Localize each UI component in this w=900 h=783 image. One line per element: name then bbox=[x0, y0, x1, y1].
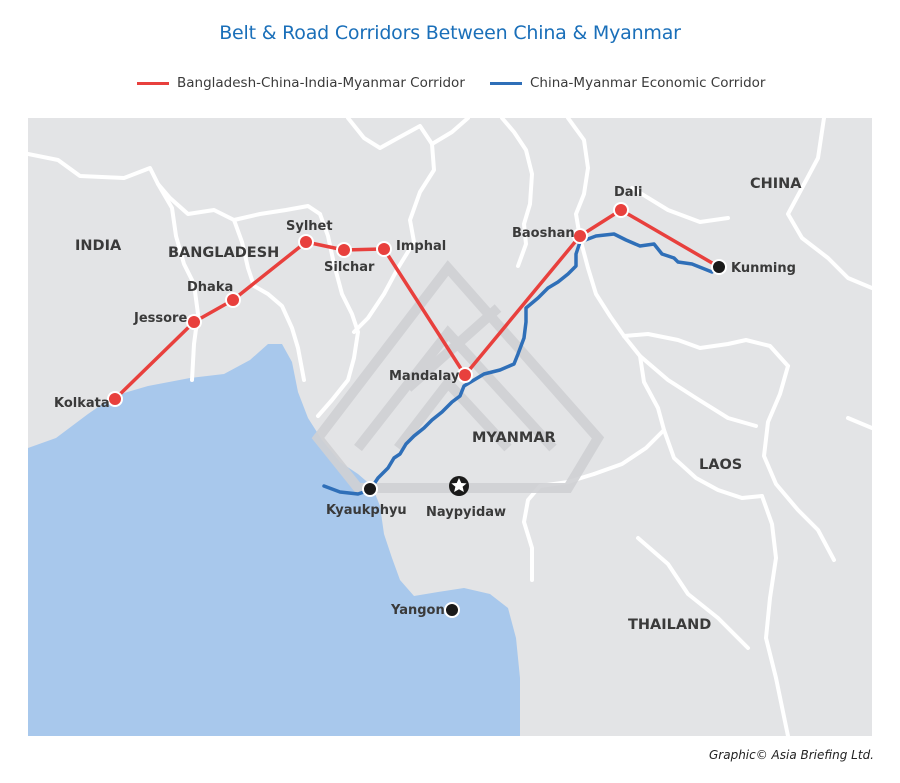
kyaukphyu-marker bbox=[362, 481, 378, 497]
other-city-dots bbox=[362, 259, 727, 618]
city-label-imphal: Imphal bbox=[396, 239, 446, 254]
silchar-marker bbox=[336, 242, 352, 258]
map-title: Belt & Road Corridors Between China & My… bbox=[219, 22, 681, 44]
legend-item-cmec: China-Myanmar Economic Corridor bbox=[490, 72, 766, 94]
baoshan-marker bbox=[572, 228, 588, 244]
city-label-mandalay: Mandalay bbox=[389, 369, 460, 384]
legend-label-cmec: China-Myanmar Economic Corridor bbox=[530, 75, 766, 91]
city-label-naypyidaw: Naypyidaw bbox=[426, 505, 506, 520]
country-label-bangladesh: BANGLADESH bbox=[168, 245, 279, 261]
credit-text: Graphic© Asia Briefing Ltd. bbox=[708, 748, 874, 762]
dali-marker bbox=[613, 202, 629, 218]
bcim-line-swatch bbox=[137, 81, 169, 85]
city-label-sylhet: Sylhet bbox=[286, 219, 333, 234]
bay-of-bengal bbox=[28, 344, 520, 736]
map: INDIA BANGLADESH MYANMAR CHINA LAOS THAI… bbox=[28, 118, 872, 736]
legend-item-bcim: Bangladesh-China-India-Myanmar Corridor bbox=[137, 72, 465, 94]
city-label-kyaukphyu: Kyaukphyu bbox=[326, 503, 407, 518]
cmec-line-swatch bbox=[490, 81, 522, 85]
sylhet-marker bbox=[298, 234, 314, 250]
city-label-baoshan: Baoshan bbox=[512, 226, 575, 241]
city-label-silchar: Silchar bbox=[324, 260, 375, 275]
bcim-city-dots bbox=[107, 202, 629, 407]
cmec-route bbox=[322, 232, 714, 496]
yangon-marker bbox=[444, 602, 460, 618]
country-label-india: INDIA bbox=[75, 238, 122, 254]
legend-label-bcim: Bangladesh-China-India-Myanmar Corridor bbox=[177, 75, 465, 91]
imphal-marker bbox=[376, 241, 392, 257]
country-label-myanmar: MYANMAR bbox=[472, 430, 556, 446]
country-label-laos: LAOS bbox=[699, 457, 742, 473]
city-label-yangon: Yangon bbox=[390, 603, 445, 618]
country-borders bbox=[28, 118, 872, 736]
city-label-jessore: Jessore bbox=[133, 311, 187, 326]
city-label-dali: Dali bbox=[614, 185, 642, 200]
city-label-kolkata: Kolkata bbox=[54, 396, 110, 411]
kunming-marker bbox=[711, 259, 727, 275]
city-label-kunming: Kunming bbox=[731, 261, 796, 276]
city-label-dhaka: Dhaka bbox=[187, 280, 233, 295]
dhaka-marker bbox=[225, 292, 241, 308]
jessore-marker bbox=[186, 314, 202, 330]
kolkata-marker bbox=[107, 391, 123, 407]
country-label-thailand: THAILAND bbox=[628, 617, 711, 633]
asia-briefing-logo-icon bbox=[311, 260, 605, 493]
country-label-china: CHINA bbox=[750, 176, 802, 192]
star-in-circle-icon bbox=[449, 476, 469, 496]
bcim-route bbox=[113, 208, 721, 401]
mandalay-marker bbox=[457, 367, 473, 383]
